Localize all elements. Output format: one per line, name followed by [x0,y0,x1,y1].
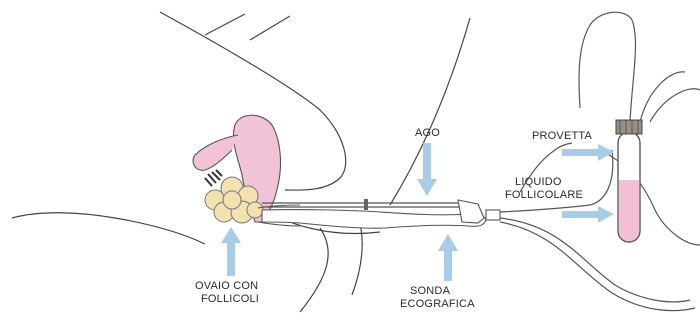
arrow-liquido-follicolare [562,206,614,223]
label-liquido-line1: LIQUIDO [505,176,583,189]
arrow-sonda [438,234,458,281]
arrow-provetta [562,144,614,161]
label-ovaio-line1: OVAIO CON [195,280,259,293]
label-liquido-follicolare: LIQUIDO FOLLICOLARE [505,176,583,202]
tubing [500,12,700,310]
label-sonda-line1: SONDA [400,285,475,298]
label-sonda-line2: ECOGRAFICA [400,298,475,311]
label-ovaio-line2: FOLLICOLI [195,293,259,306]
label-ago: AGO [415,127,440,140]
test-tube [616,120,642,242]
label-provetta: PROVETTA [532,130,592,143]
label-liquido-line2: FOLLICOLARE [505,189,583,202]
needle [262,199,470,210]
label-ovaio-con-follicoli: OVAIO CON FOLLICOLI [195,280,259,306]
label-sonda-ecografica: SONDA ECOGRAFICA [400,285,475,311]
arrow-ovaio [221,227,241,276]
ultrasound-probe [262,200,500,228]
